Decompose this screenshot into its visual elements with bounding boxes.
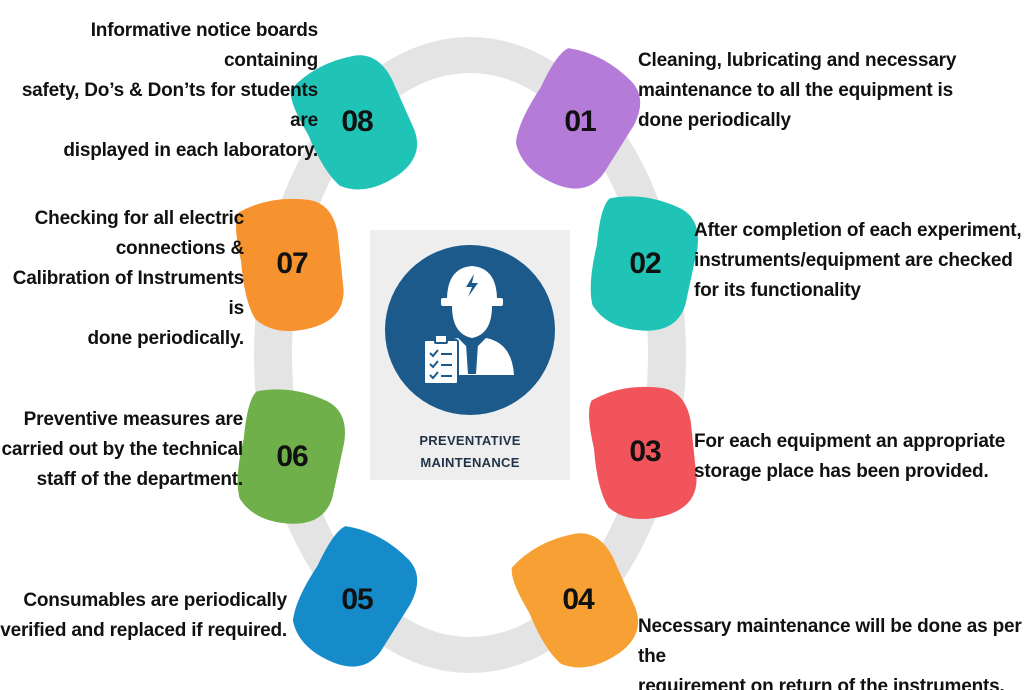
center-label-line1: PREVENTATIVE	[419, 433, 520, 448]
step-02-text: After completion of each experiment, ins…	[694, 220, 1022, 301]
step-badge-shape-01	[515, 48, 641, 189]
step-badge-08: 08	[290, 55, 418, 190]
step-badge-shape-02	[590, 196, 698, 331]
step-number-01: 01	[564, 105, 596, 138]
center-label-line2: MAINTENANCE	[420, 455, 519, 470]
step-number-06: 06	[276, 440, 308, 473]
step-number-04: 04	[562, 583, 595, 616]
step-number-03: 03	[629, 435, 661, 468]
step-badge-shape-06	[237, 389, 345, 524]
step-badges: 01 02 03 04 05 06 07 08	[236, 48, 698, 668]
step-badge-shape-03	[589, 386, 697, 520]
step-badge-01: 01	[515, 48, 641, 189]
step-05-text: Consumables are periodically verified an…	[0, 590, 287, 641]
step-badge-03: 03	[589, 386, 697, 520]
step-badge-shape-05	[292, 526, 418, 667]
step-badge-shape-08	[290, 55, 418, 190]
step-badge-06: 06	[237, 389, 345, 524]
step-03-text: For each equipment an appropriate storag…	[694, 431, 1006, 482]
step-badge-04: 04	[511, 533, 639, 668]
step-07-text: Checking for all electric connections & …	[12, 208, 244, 349]
step-number-08: 08	[341, 105, 373, 138]
step-badge-07: 07	[236, 198, 344, 332]
step-badge-05: 05	[292, 526, 418, 667]
step-badge-02: 02	[590, 196, 698, 331]
step-number-05: 05	[341, 583, 373, 616]
step-number-07: 07	[276, 247, 308, 280]
engineer-helmet-clipboard-icon	[385, 245, 555, 415]
step-04-text: Necessary maintenance will be done as pe…	[638, 616, 1022, 690]
step-number-02: 02	[629, 247, 661, 280]
step-badge-shape-04	[511, 533, 639, 668]
step-badge-shape-07	[236, 198, 344, 332]
step-06-text: Preventive measures are carried out by t…	[1, 409, 244, 490]
step-01-text: Cleaning, lubricating and necessary main…	[638, 50, 957, 131]
step-08-text: Informative notice boards containing saf…	[21, 20, 318, 161]
